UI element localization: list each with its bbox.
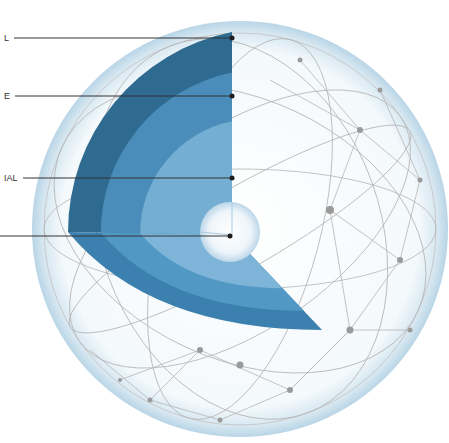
core (200, 202, 260, 262)
leader-dots (228, 36, 235, 239)
cutaway-face-lower (68, 232, 322, 330)
part-label: L (3, 33, 10, 43)
leader-lines (0, 38, 231, 236)
sphere-glow (32, 21, 448, 437)
wireframe (7, 0, 449, 443)
leader-line (14, 38, 231, 39)
leader-line (15, 96, 231, 97)
core-edge (200, 202, 232, 235)
part-label: E (3, 91, 11, 101)
leader-line (23, 178, 231, 179)
part-label: IAL (3, 173, 19, 183)
cutaway-face-upper (68, 32, 232, 235)
leader-line (0, 236, 229, 237)
